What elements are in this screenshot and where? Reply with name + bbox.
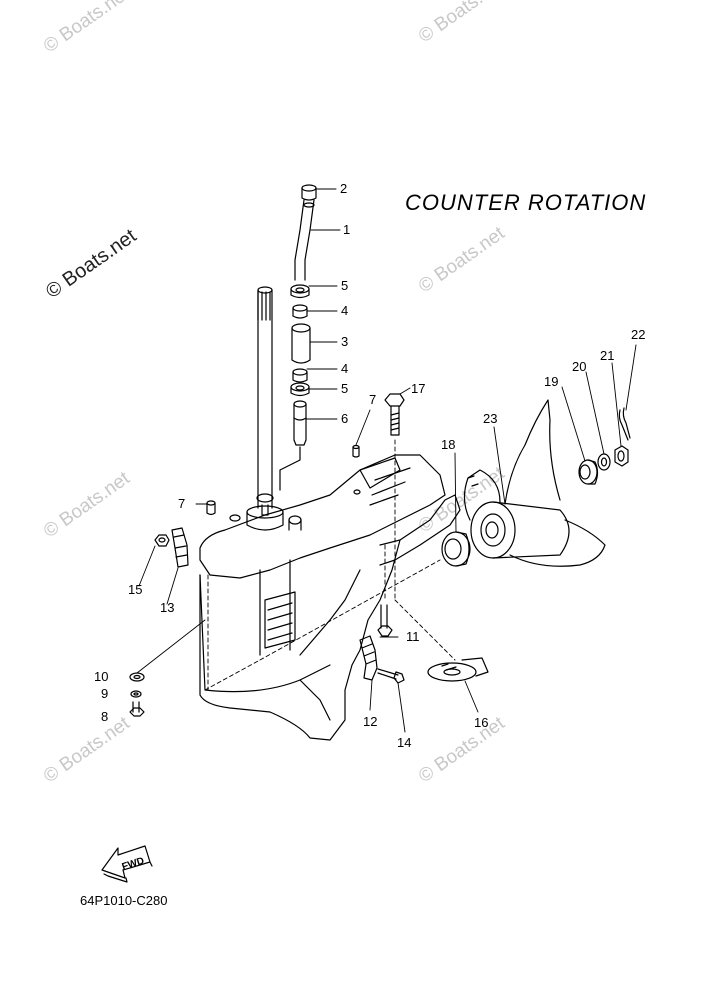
callout-5-upper: 5	[341, 278, 348, 293]
anode-12[interactable]	[359, 635, 378, 681]
callout-7-lower: 7	[178, 496, 185, 511]
screw-14[interactable]	[377, 668, 405, 684]
callout-12: 12	[363, 714, 377, 729]
callout-16: 16	[474, 715, 488, 730]
washer-10[interactable]	[129, 672, 145, 682]
callout-7-upper: 7	[369, 392, 376, 407]
callout-13: 13	[160, 600, 174, 615]
leader-lines	[136, 188, 637, 733]
diagram-title: COUNTER ROTATION	[405, 190, 647, 215]
water-tube-assembly[interactable]	[279, 184, 317, 491]
callout-14: 14	[397, 735, 411, 750]
washer-20[interactable]	[597, 453, 611, 471]
nut-21[interactable]	[614, 445, 629, 467]
bolt-17[interactable]	[384, 393, 405, 436]
washer-9[interactable]	[130, 690, 142, 698]
callout-8: 8	[101, 709, 108, 724]
dowel-pin[interactable]	[206, 500, 216, 516]
fwd-label: FWD	[121, 856, 146, 874]
callout-22: 22	[631, 327, 645, 342]
callout-17: 17	[411, 381, 425, 396]
drive-shaft[interactable]	[256, 286, 274, 516]
callout-10: 10	[94, 669, 108, 684]
callout-6: 6	[341, 411, 348, 426]
callout-5-lower: 5	[341, 381, 348, 396]
callout-15: 15	[128, 582, 142, 597]
callout-9: 9	[101, 686, 108, 701]
callout-4-upper: 4	[341, 303, 348, 318]
callout-1: 1	[343, 222, 350, 237]
callout-2: 2	[340, 181, 347, 196]
callout-3: 3	[341, 334, 348, 349]
spacer-19[interactable]	[578, 459, 599, 485]
callout-21: 21	[600, 348, 614, 363]
callout-4-lower: 4	[341, 361, 348, 376]
callout-23: 23	[483, 411, 497, 426]
callout-18: 18	[441, 437, 455, 452]
anode-plate-16[interactable]	[427, 657, 489, 682]
thrust-washer-18[interactable]	[441, 531, 471, 567]
diagram-part-number: 64P1010-C280	[80, 893, 168, 908]
bolt-11[interactable]	[377, 604, 393, 637]
dowel-pin[interactable]	[352, 444, 360, 458]
cotter-pin-22[interactable]	[618, 407, 631, 441]
callout-20: 20	[572, 359, 586, 374]
nut-15[interactable]	[154, 534, 170, 547]
fwd-direction-arrow: FWD	[101, 845, 153, 883]
callout-19: 19	[544, 374, 558, 389]
bolt-8[interactable]	[129, 701, 145, 717]
propeller-23[interactable]	[463, 399, 606, 567]
callout-11: 11	[406, 629, 420, 644]
anode-13[interactable]	[171, 527, 189, 568]
lower-casing[interactable]	[199, 454, 461, 741]
